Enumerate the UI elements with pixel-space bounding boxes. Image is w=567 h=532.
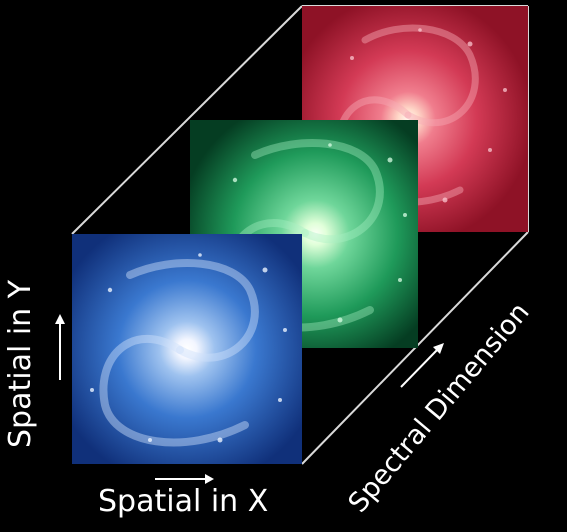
spectral-axis-arrow bbox=[400, 343, 444, 388]
blue-spectral-slice bbox=[72, 234, 302, 464]
x-axis-label: Spatial in X bbox=[98, 484, 269, 519]
y-axis-arrow bbox=[55, 314, 65, 380]
x-axis-arrow bbox=[155, 474, 214, 484]
y-axis-label: Spatial in Y bbox=[3, 279, 38, 448]
